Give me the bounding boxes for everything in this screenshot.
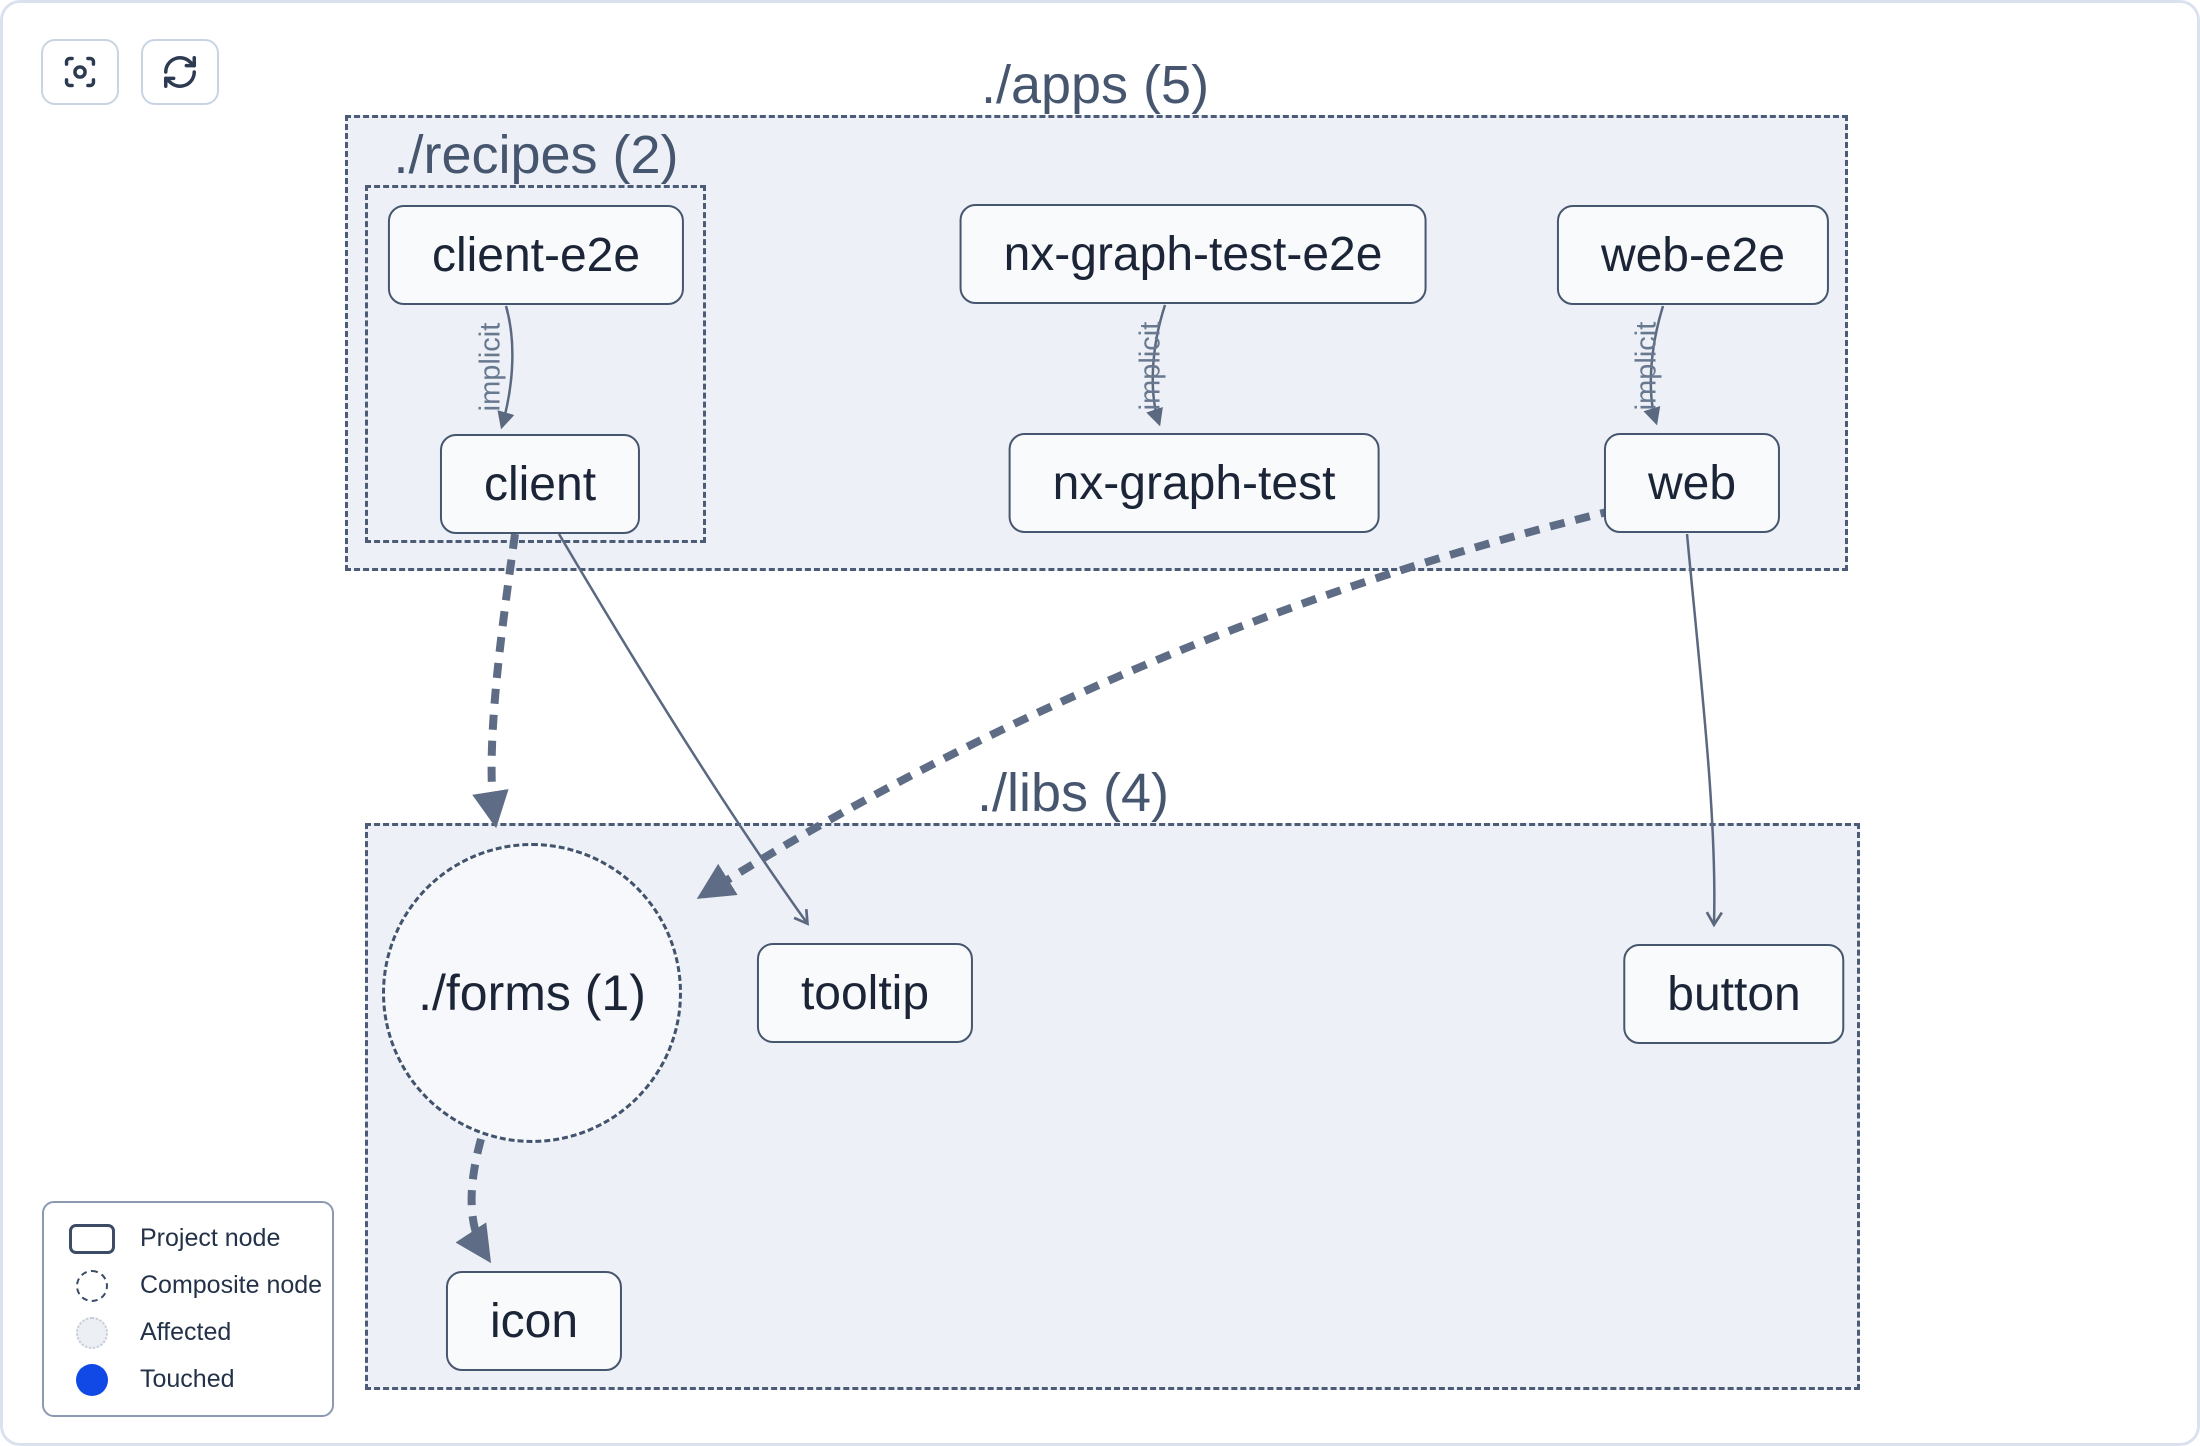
legend-label: Composite node [140,1271,323,1299]
edge-nx-graph-test-e2e-nx-graph-test [1146,304,1167,427]
legend-row-composite-node: Composite node [44,1262,332,1309]
edge-web-forms [696,506,1616,899]
legend-label: Project node [140,1224,281,1252]
node-web[interactable]: web [1603,433,1781,533]
edge-label-implicit: implicit [1630,321,1663,411]
legend-row-project-node: Project node [44,1215,332,1262]
refresh-button[interactable] [141,39,219,105]
node-nx-graph-test[interactable]: nx-graph-test [1008,433,1380,533]
toolbar [41,39,219,105]
group-title-libs[interactable]: ./libs (4) [976,763,1170,823]
node-client-e2e[interactable]: client-e2e [387,205,685,305]
edge-client-forms [472,533,519,829]
refresh-icon [161,53,199,91]
legend-label: Touched [140,1365,235,1393]
legend-row-affected: Affected [44,1309,332,1356]
group-title-recipes[interactable]: ./recipes (2) [393,125,679,185]
edge-forms-icon [455,1137,492,1264]
touched-icon [76,1363,108,1396]
composite-node-forms[interactable]: ./forms (1) [382,843,682,1143]
node-nx-graph-test-e2e[interactable]: nx-graph-test-e2e [959,204,1427,304]
legend-row-touched: Touched [44,1356,332,1403]
node-client[interactable]: client [439,434,641,534]
composite-node-icon [76,1269,108,1302]
edges-layer [455,304,1723,1264]
focus-icon [61,53,99,91]
focus-button[interactable] [41,39,119,105]
legend: Project node Composite node Affected Tou… [42,1201,334,1417]
node-icon[interactable]: icon [445,1271,623,1371]
edge-web-button [1685,533,1723,928]
project-node-icon [69,1223,115,1254]
composite-node-forms-label: ./forms (1) [418,965,646,1021]
group-title-apps[interactable]: ./apps (5) [980,55,1210,115]
edge-label-implicit: implicit [1134,321,1167,411]
node-button[interactable]: button [1623,944,1845,1044]
legend-label: Affected [140,1318,232,1346]
edge-client-tooltip [557,533,809,926]
edge-label-implicit: implicit [474,322,507,412]
node-tooltip[interactable]: tooltip [756,943,974,1043]
edge-client-e2e-client [497,305,515,430]
node-web-e2e[interactable]: web-e2e [1556,205,1830,305]
edge-web-e2e-web [1643,305,1665,426]
affected-icon [76,1316,108,1349]
